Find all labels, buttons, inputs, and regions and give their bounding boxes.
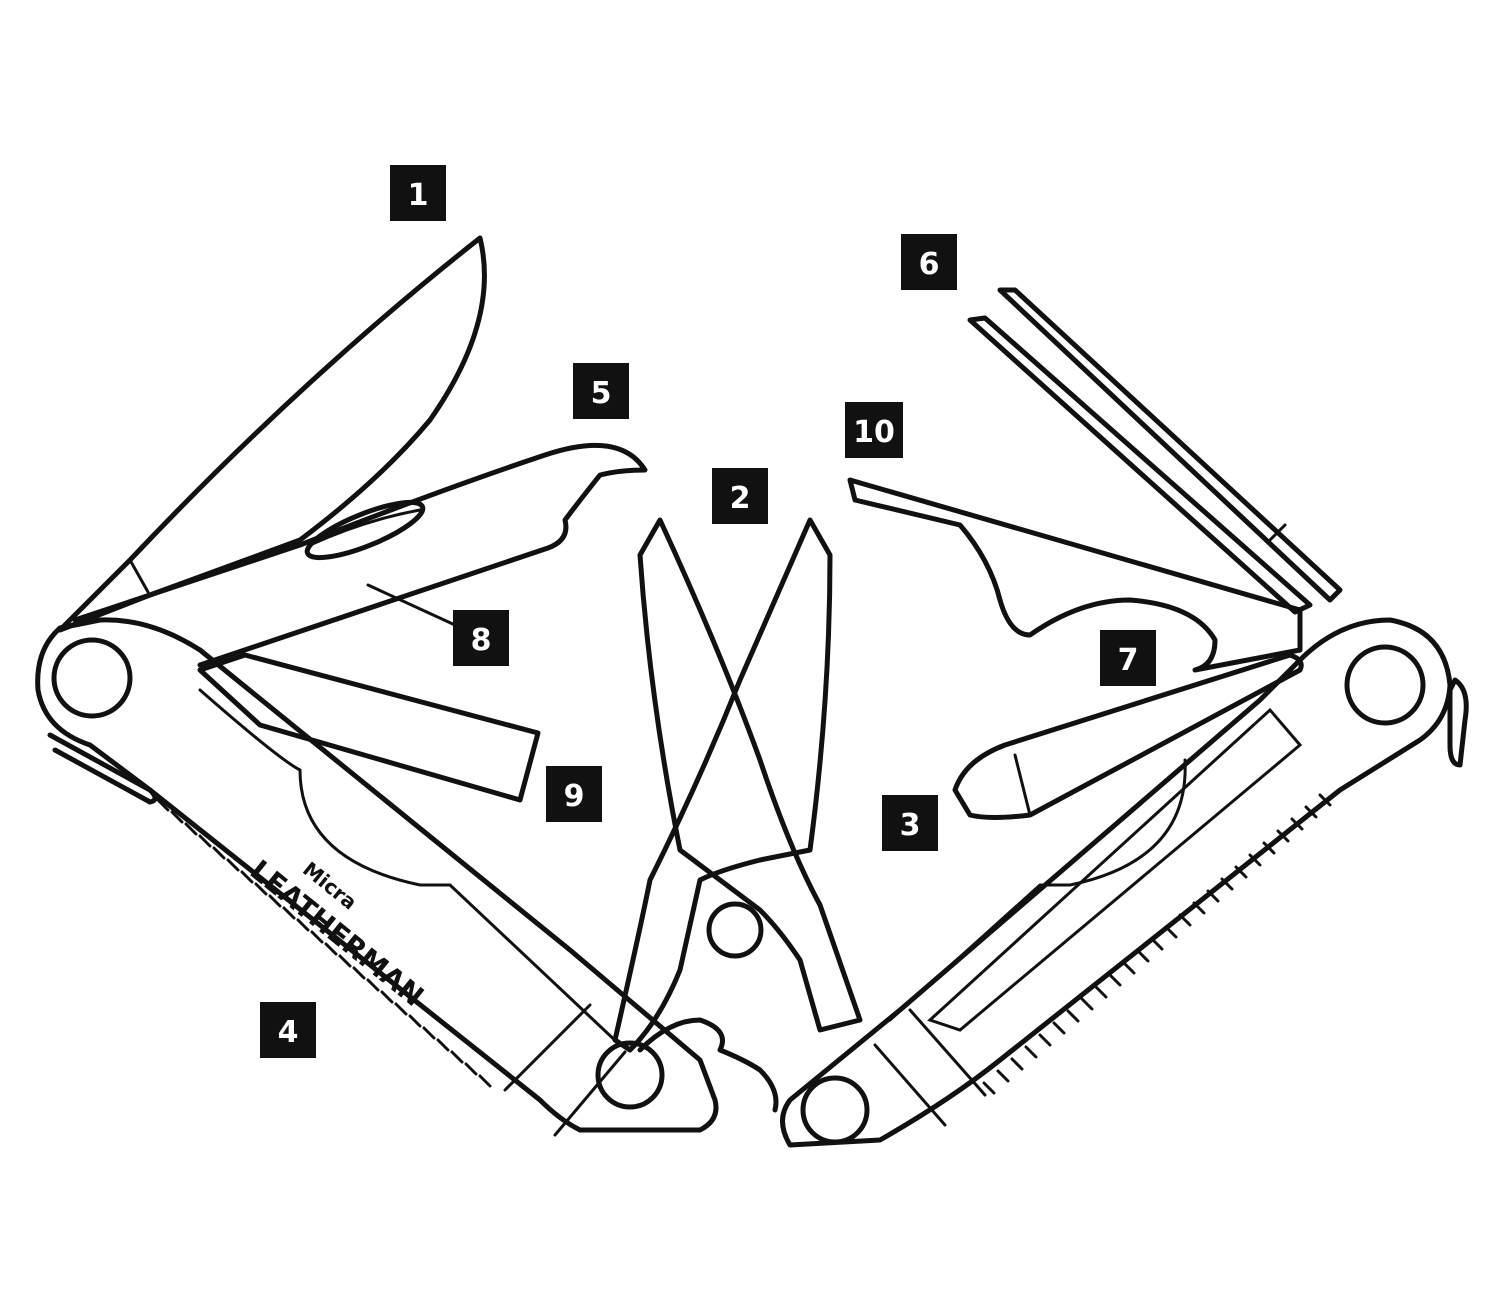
svg-text:9: 9 xyxy=(564,779,585,814)
callout-4: 4 xyxy=(260,1002,316,1058)
svg-text:7: 7 xyxy=(1118,643,1139,678)
callout-5: 5 xyxy=(573,363,629,419)
tweezers-pair xyxy=(967,287,1343,615)
callout-7: 7 xyxy=(1100,630,1156,686)
svg-text:3: 3 xyxy=(900,808,921,843)
bottle-opener-tool xyxy=(72,442,648,668)
svg-text:5: 5 xyxy=(591,376,612,411)
callout-2: 2 xyxy=(712,468,768,524)
pointer-8 xyxy=(366,583,457,627)
callout-10: 10 xyxy=(845,402,903,458)
cap-lifter-tool xyxy=(847,477,1303,673)
callout-6: 6 xyxy=(901,234,957,290)
svg-text:6: 6 xyxy=(919,247,940,282)
phillips-screwdriver xyxy=(952,652,1304,820)
knife-blade xyxy=(57,235,487,633)
callout-1: 1 xyxy=(390,165,446,221)
callout-9: 9 xyxy=(546,766,602,822)
callout-3: 3 xyxy=(882,795,938,851)
svg-text:8: 8 xyxy=(471,623,492,658)
svg-text:4: 4 xyxy=(278,1015,299,1050)
svg-text:2: 2 xyxy=(730,481,751,516)
right-handle xyxy=(780,617,1469,1148)
svg-text:1: 1 xyxy=(408,178,429,213)
callout-8: 8 xyxy=(453,610,509,666)
flat-screwdriver xyxy=(197,652,541,803)
svg-text:10: 10 xyxy=(853,415,895,450)
scissors xyxy=(612,517,863,1113)
left-handle xyxy=(35,617,719,1137)
brand-marking: LEATHERMAN Micra xyxy=(244,853,430,1012)
